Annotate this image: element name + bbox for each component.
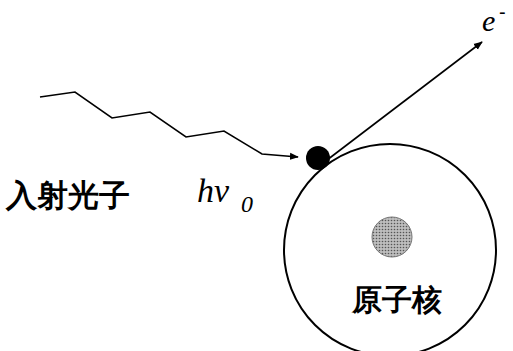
photon-label: 入射光子 [6,180,130,211]
nucleus-label: 原子核 [352,285,442,315]
electron [306,146,330,170]
photon-energy: hν [197,174,229,208]
electron-path [327,42,482,160]
electron-symbol: e [482,6,495,36]
charge-superscript: - [499,2,506,22]
photon-wave [40,92,298,157]
atom-orbit [284,144,496,351]
energy-subscript: 0 [241,192,253,216]
nucleus [372,217,412,257]
